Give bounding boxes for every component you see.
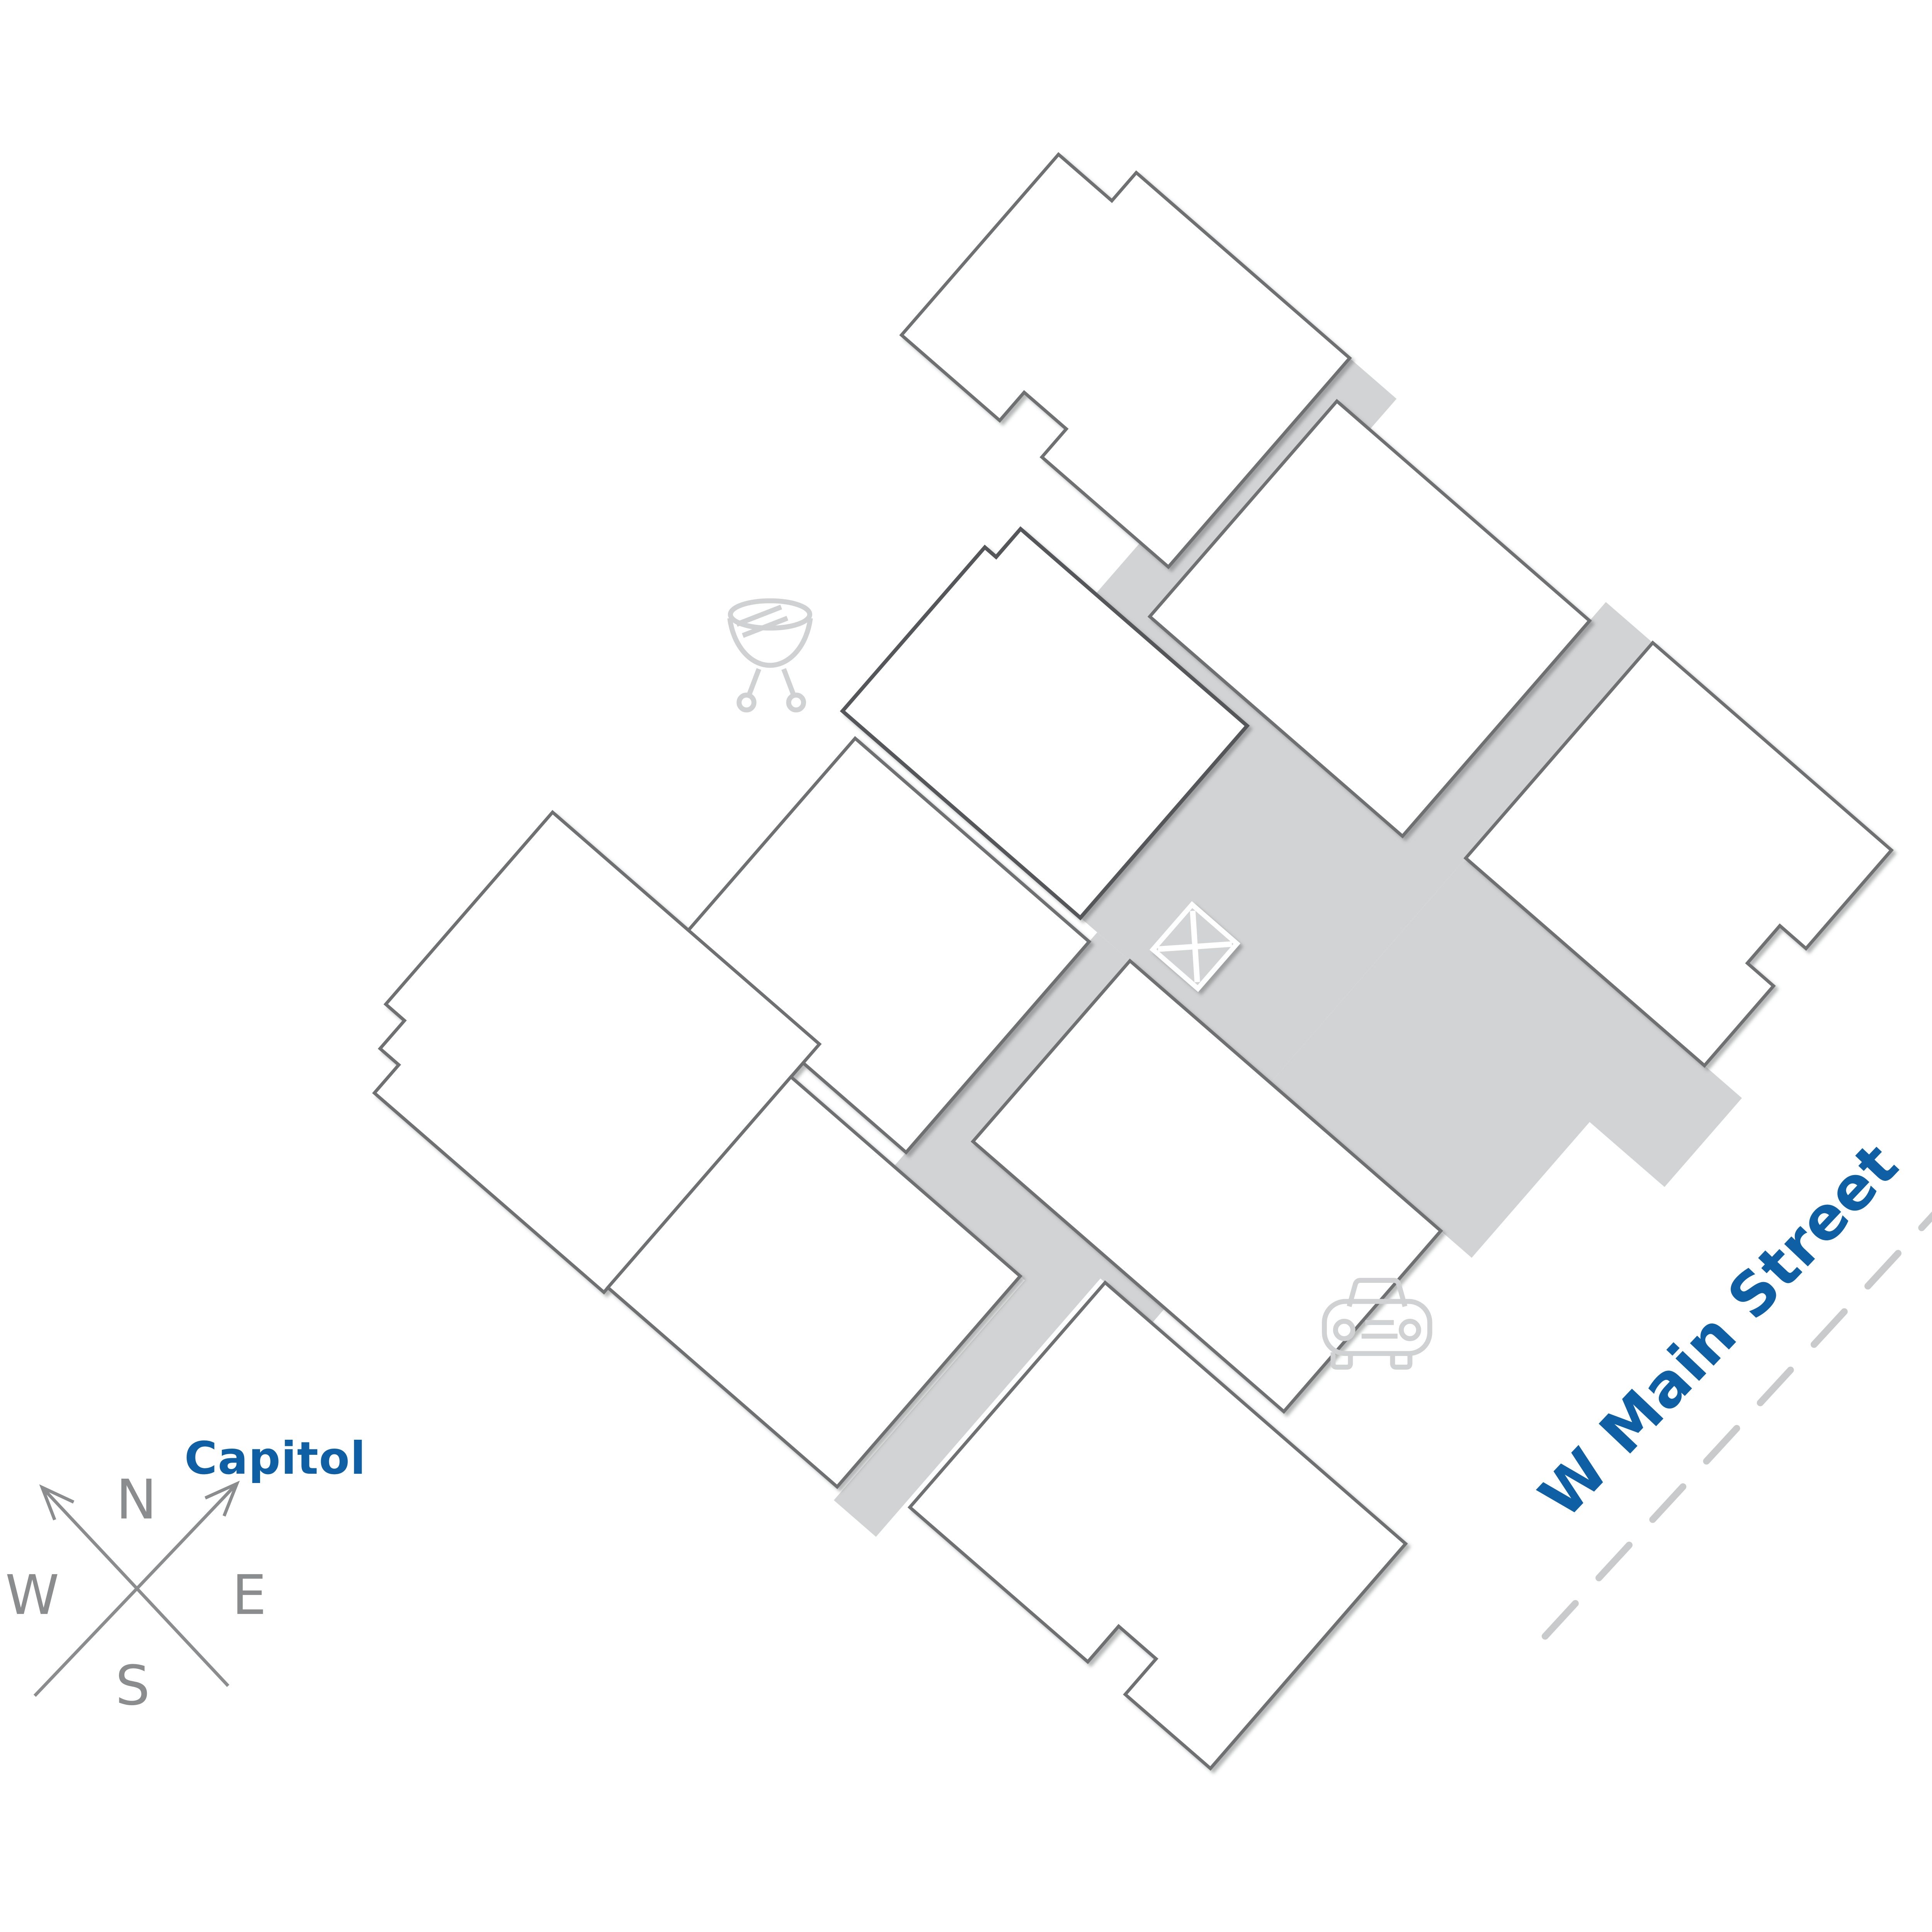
building-north — [899, 152, 1352, 570]
walkway-arm-east — [1270, 858, 1742, 1258]
street: W Main Street — [1526, 1130, 1932, 1640]
highlighted-building[interactable] — [840, 526, 1250, 920]
street-label: W Main Street — [1526, 1130, 1912, 1531]
compass-letter-w: W — [5, 1564, 60, 1627]
compass: N E S W Capitol — [5, 1433, 366, 1718]
building-west-of-courtyard — [670, 736, 1092, 1155]
car-icon — [1322, 1278, 1432, 1370]
building-northeast — [1147, 399, 1592, 838]
buildings — [372, 152, 1894, 1771]
compass-arrowhead-nw — [39, 1484, 75, 1520]
walkway-arm-south — [833, 932, 1165, 1537]
compass-letter-n: N — [116, 1468, 157, 1532]
grill-icon — [727, 598, 813, 713]
building-southwest — [605, 1075, 1023, 1489]
building-east — [1463, 640, 1894, 1068]
x-marker-stroke-2 — [1158, 941, 1232, 952]
compass-letter-s: S — [116, 1654, 150, 1718]
street-dashed-line — [1541, 1211, 1932, 1640]
compass-arrowhead-ne — [204, 1480, 240, 1517]
capitol-label: Capitol — [184, 1433, 366, 1485]
compass-letter-e: E — [232, 1564, 266, 1627]
walkway-arm-north — [1168, 358, 1397, 579]
x-marker — [1149, 901, 1241, 992]
building-center — [971, 958, 1443, 1414]
compass-needle-ne — [33, 1482, 238, 1697]
walkway-arm-northeast — [1435, 602, 1653, 840]
building-south — [907, 1280, 1408, 1771]
compass-needle-nw — [41, 1486, 230, 1687]
